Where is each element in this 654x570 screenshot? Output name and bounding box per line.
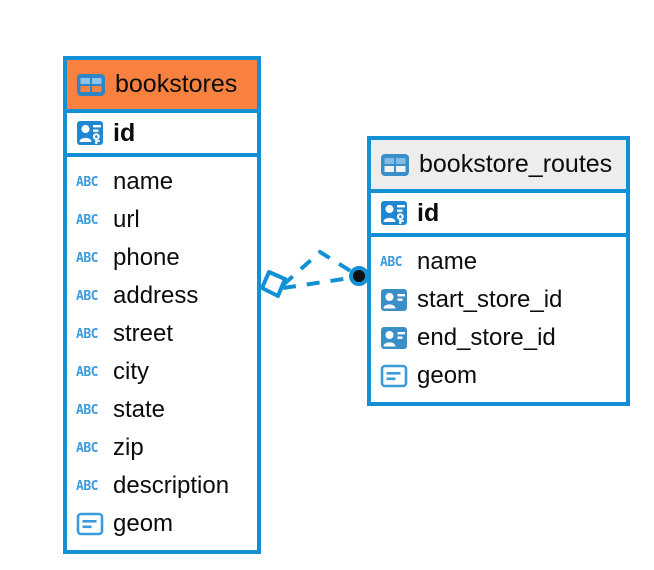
abc-icon: ABC <box>380 254 402 270</box>
field-label-city: city <box>113 358 149 385</box>
primary-key-icon <box>381 201 407 225</box>
diamond-marker-shape <box>260 270 287 298</box>
field-row-state[interactable]: ABC state <box>67 391 257 429</box>
field-row-name[interactable]: ABC name <box>371 243 626 281</box>
field-row-address[interactable]: ABC address <box>67 277 257 315</box>
foreign-key-icon <box>381 327 407 349</box>
primary-key-label-bookstores: id <box>113 118 136 147</box>
field-row-phone[interactable]: ABC phone <box>67 239 257 277</box>
entity-title-bookstores: bookstores <box>115 70 238 98</box>
field-label-address: address <box>113 282 199 309</box>
field-list-bookstore-routes: ABC name start_store_id <box>371 237 626 402</box>
field-row-url[interactable]: ABC url <box>67 201 257 239</box>
field-row-city[interactable]: ABC city <box>67 353 257 391</box>
relationship-lines <box>281 249 359 290</box>
field-label-name: name <box>113 168 174 195</box>
field-label-description: description <box>113 472 230 499</box>
entity-title-bookstore-routes: bookstore_routes <box>419 150 613 178</box>
field-row-start-store-id[interactable]: start_store_id <box>371 281 626 319</box>
entity-header-bookstores[interactable]: bookstores <box>67 60 257 109</box>
relationship-branch-lower <box>282 275 358 290</box>
field-label-phone: phone <box>113 244 180 271</box>
field-row-zip[interactable]: ABC zip <box>67 429 257 467</box>
field-label-street: street <box>113 320 174 347</box>
circle-marker <box>349 266 369 286</box>
entity-table-bookstore-routes[interactable]: bookstore_routes id ABC name <box>367 136 630 406</box>
abc-icon: ABC <box>76 402 98 418</box>
entity-table-bookstores[interactable]: bookstores id ABC name <box>63 56 261 554</box>
primary-key-row-bookstores[interactable]: id <box>67 109 257 157</box>
primary-key-icon <box>77 121 103 145</box>
abc-icon: ABC <box>76 478 98 494</box>
abc-icon: ABC <box>76 326 98 342</box>
primary-key-row-bookstore-routes[interactable]: id <box>371 189 626 237</box>
field-row-description[interactable]: ABC description <box>67 467 257 505</box>
circle-marker-shape <box>349 266 369 286</box>
abc-icon: ABC <box>76 212 98 228</box>
field-row-street[interactable]: ABC street <box>67 315 257 353</box>
abc-icon: ABC <box>76 364 98 380</box>
abc-icon: ABC <box>76 440 98 456</box>
field-list-bookstores: ABC name ABC url ABC phone ABC <box>67 157 257 550</box>
field-label-zip: zip <box>113 434 144 461</box>
abc-icon: ABC <box>76 288 98 304</box>
field-row-geom[interactable]: geom <box>67 505 257 543</box>
table-icon <box>381 153 409 176</box>
table-icon <box>77 73 105 96</box>
entity-header-bookstore-routes[interactable]: bookstore_routes <box>371 140 626 189</box>
field-label-start-store-id: start_store_id <box>417 286 563 313</box>
field-row-end-store-id[interactable]: end_store_id <box>371 319 626 357</box>
foreign-key-icon <box>381 289 407 311</box>
field-label-state: state <box>113 396 166 423</box>
field-label-name: name <box>417 248 478 275</box>
primary-key-label-bookstore-routes: id <box>417 198 440 227</box>
field-label-geom: geom <box>113 510 174 537</box>
geometry-icon <box>380 364 408 388</box>
diamond-marker <box>260 270 287 298</box>
field-row-geom[interactable]: geom <box>371 357 626 395</box>
field-row-name[interactable]: ABC name <box>67 163 257 201</box>
field-label-geom: geom <box>417 362 478 389</box>
field-label-end-store-id: end_store_id <box>417 324 556 351</box>
abc-icon: ABC <box>76 174 98 190</box>
abc-icon: ABC <box>76 250 98 266</box>
relationship-branch-upper <box>281 249 359 287</box>
geometry-icon <box>76 512 104 536</box>
field-label-url: url <box>113 206 140 233</box>
